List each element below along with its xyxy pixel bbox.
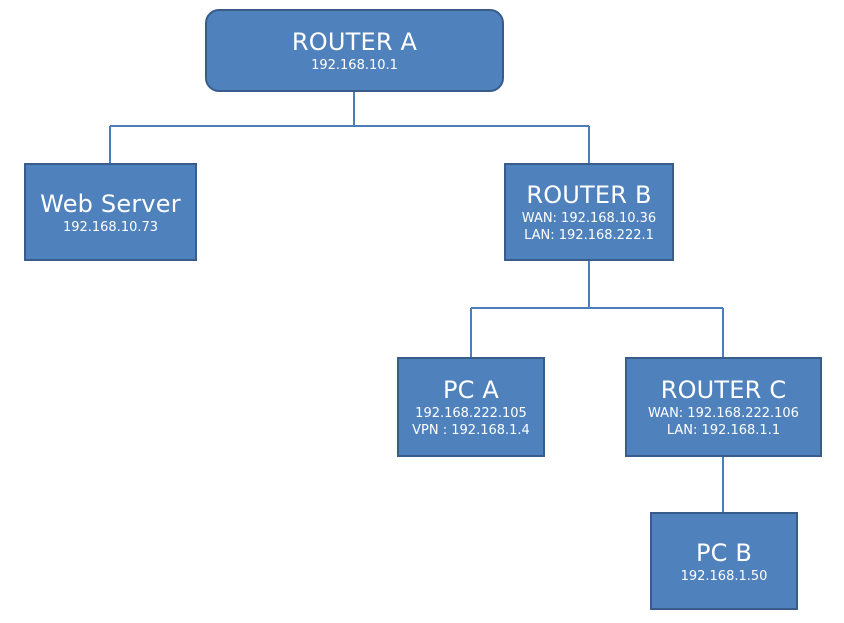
node-web-server: Web Server 192.168.10.73: [24, 163, 197, 261]
node-router-a-title: ROUTER A: [291, 28, 418, 56]
node-router-c-title: ROUTER C: [660, 376, 787, 404]
node-pc-a: PC A 192.168.222.105 VPN : 192.168.1.4: [397, 357, 545, 457]
node-web-server-ip: 192.168.10.73: [62, 219, 159, 235]
node-router-b-lan: LAN: 192.168.222.1: [524, 228, 654, 243]
node-router-c: ROUTER C WAN: 192.168.222.106 LAN: 192.1…: [625, 357, 822, 457]
node-pc-b-ip: 192.168.1.50: [680, 568, 768, 584]
node-router-b-title: ROUTER B: [526, 181, 652, 209]
node-pc-a-ip: 192.168.222.105: [415, 406, 527, 421]
node-router-c-wan: WAN: 192.168.222.106: [648, 406, 799, 421]
node-pc-a-title: PC A: [442, 376, 500, 404]
node-router-b-wan: WAN: 192.168.10.36: [521, 211, 657, 226]
node-router-b: ROUTER B WAN: 192.168.10.36 LAN: 192.168…: [504, 163, 674, 261]
node-router-a-ip: 192.168.10.1: [311, 58, 398, 73]
connector-router-b-to-children: [470, 261, 724, 357]
connector-router-a-to-children: [109, 92, 590, 163]
node-router-a: ROUTER A 192.168.10.1: [205, 9, 504, 92]
node-pc-a-vpn: VPN : 192.168.1.4: [412, 423, 530, 438]
node-router-c-lan: LAN: 192.168.1.1: [666, 423, 781, 438]
node-pc-b: PC B 192.168.1.50: [650, 512, 798, 610]
node-pc-b-title: PC B: [695, 538, 753, 567]
node-web-server-title: Web Server: [40, 189, 181, 218]
